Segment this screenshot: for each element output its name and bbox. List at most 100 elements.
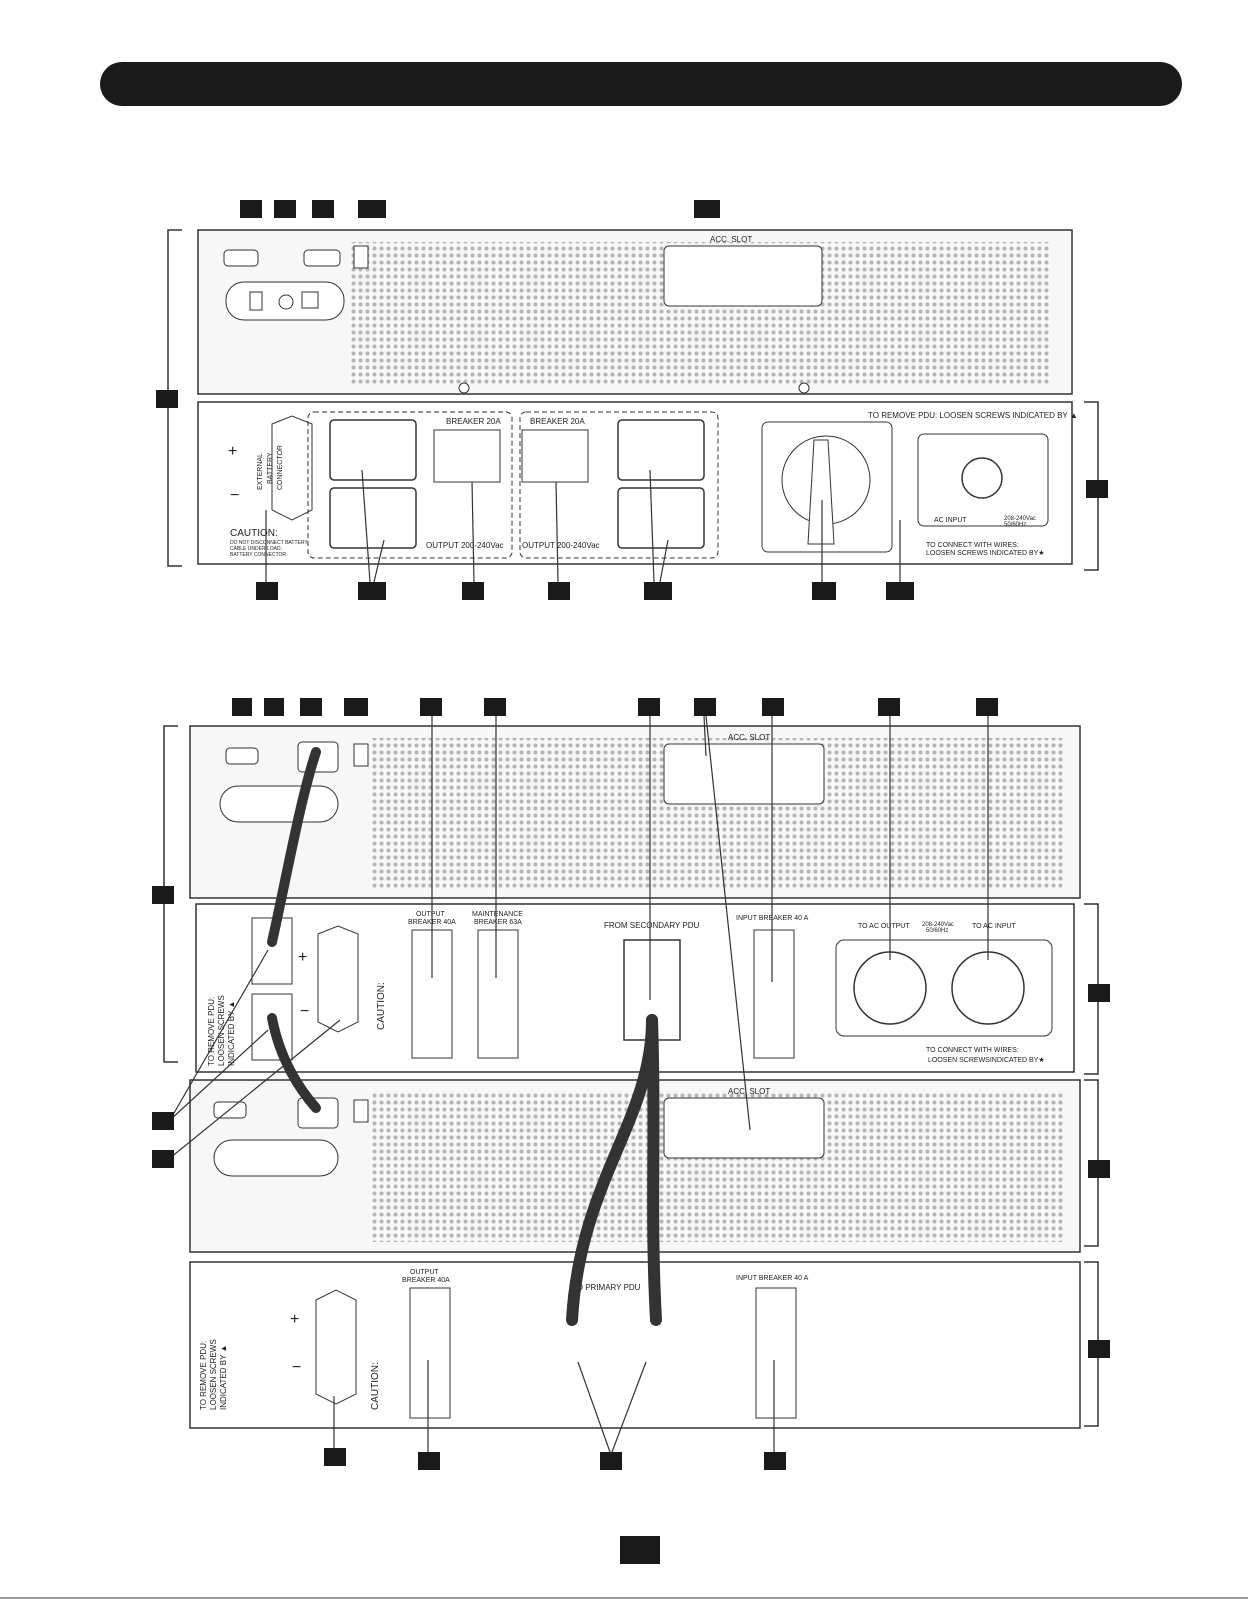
breaker-label: INPUT BREAKER 40 A (736, 1275, 809, 1282)
callout-marker (156, 390, 178, 408)
breaker-label: OUTPUT (410, 1269, 440, 1276)
callout-marker (256, 582, 278, 600)
output-breaker (409, 1287, 451, 1419)
acc-slot (663, 743, 825, 805)
output-label: OUTPUT 200-240Vac (426, 541, 504, 550)
leader-line (431, 715, 989, 1131)
rj45-port (353, 743, 369, 767)
caution-text: BATTERY CONNECTOR (230, 552, 286, 558)
callout-marker (600, 1452, 622, 1470)
acc-slot-label: ACC. SLOT (728, 1087, 770, 1096)
screw-icon (798, 382, 810, 394)
to-primary-label: TO PRIMARY PDU (572, 1283, 641, 1292)
breaker-label: BREAKER 20A (530, 417, 585, 426)
callout-marker (420, 698, 442, 716)
to-ac-input-label: TO AC INPUT (972, 923, 1017, 930)
maintenance-breaker (477, 929, 519, 1059)
remove-pdu-note: TO REMOVE PDU: LOOSEN SCREWS INDICATED B… (868, 411, 1078, 420)
callout-marker (324, 1448, 346, 1466)
breaker (433, 429, 501, 483)
caution-text: CABLE UNDER LOAD. (230, 546, 282, 552)
callout-marker (1088, 1160, 1110, 1178)
callout-marker (358, 200, 386, 218)
callout-marker (312, 200, 334, 218)
callout-marker (274, 200, 296, 218)
input-freq: 50/60Hz (1004, 522, 1026, 528)
input-rating: 208-240Vac (1004, 516, 1036, 522)
leader-line (265, 469, 901, 583)
battery-cable (267, 747, 321, 947)
connect-wires-note: LOOSEN SCREWSINDICATED BY★ (928, 1056, 1045, 1064)
ebc-label: EXTERNAL (257, 453, 264, 490)
callout-marker (152, 1112, 174, 1130)
screw-icon (458, 382, 470, 394)
acc-slot-label: ACC. SLOT (710, 235, 752, 244)
connect-wires-note: LOOSEN SCREWS INDICATED BY★ (926, 549, 1045, 557)
ebc-label: CONNECTOR (277, 445, 284, 490)
battery-cable (267, 1013, 321, 1113)
c19-outlet (329, 419, 417, 481)
plus-sign: + (228, 443, 237, 460)
serial-port (225, 747, 259, 765)
callout-marker (484, 698, 506, 716)
callout-marker (240, 200, 262, 218)
ac-input-label: AC INPUT (934, 517, 967, 524)
minus-sign: − (230, 487, 239, 504)
callout-marker (1086, 480, 1108, 498)
breaker-label: OUTPUT (416, 911, 446, 918)
callout-marker (232, 698, 252, 716)
input-rating: 208-240Vac (922, 922, 954, 928)
breaker-label: MAINTENANCE (472, 911, 523, 918)
remove-pdu-note: INDICATED BY ▲ (219, 1345, 228, 1410)
ac-input-connector (961, 457, 1003, 499)
callout-marker (418, 1452, 440, 1470)
switch (249, 291, 263, 311)
callout-marker (300, 698, 322, 716)
c19-outlet (617, 419, 705, 481)
battery-cable-plug (297, 1097, 339, 1129)
leader-line (169, 949, 341, 1159)
input-breaker (755, 1287, 797, 1419)
breaker-label: BREAKER 63A (474, 919, 522, 926)
callout-marker (1088, 984, 1110, 1002)
callout-marker (762, 698, 784, 716)
figure-top: ACC. SLOT TO REMOVE PDU: LOOSEN SCREWS I… (156, 200, 1108, 600)
callout-marker (694, 698, 716, 716)
serial-port (223, 249, 259, 267)
c19-outlet (617, 487, 705, 549)
callout-marker (976, 698, 998, 716)
comm-plate (219, 785, 339, 823)
comm-plate (213, 1139, 339, 1177)
output-group (519, 411, 719, 559)
callout-marker (152, 886, 174, 904)
serial-port (303, 249, 341, 267)
remove-pdu-note: TO REMOVE PDU: (199, 1341, 208, 1410)
battery-connector (271, 415, 313, 521)
caution-heading: CAUTION: (370, 1362, 381, 1410)
header-bar (100, 62, 1182, 106)
callout-marker (694, 200, 720, 218)
callout-marker (644, 582, 672, 600)
acc-slot (663, 245, 823, 307)
callout-marker (344, 698, 368, 716)
callout-marker (1088, 1340, 1110, 1358)
connect-wires-note: TO CONNECT WITH WIRES: (926, 1047, 1019, 1054)
input-freq: 50/60Hz (926, 928, 948, 934)
ac-input-connector (951, 951, 1025, 1025)
callout-marker (152, 1150, 174, 1168)
usb-port (301, 291, 319, 309)
remove-pdu-note: LOOSEN SCREWS (209, 1339, 218, 1410)
figure-bottom: ACC. SLOT TO REMOVE PDU: LOOSEN SCREWS I… (152, 698, 1110, 1470)
callout-marker (878, 698, 900, 716)
ebc-label: BATTERY (267, 452, 274, 484)
connect-wires-note: TO CONNECT WITH WIRES: (926, 542, 1019, 549)
leader-line (333, 1360, 775, 1453)
output-group (307, 411, 513, 559)
to-ac-output-label: TO AC OUTPUT (858, 923, 910, 930)
caution-text: DO NOT DISCONNECT BATTERY (230, 540, 308, 546)
ac-output-connector (853, 951, 927, 1025)
breaker-label: BREAKER 40A (402, 1277, 450, 1284)
pdu-cable (646, 1014, 662, 1326)
callout-marker (264, 698, 284, 716)
